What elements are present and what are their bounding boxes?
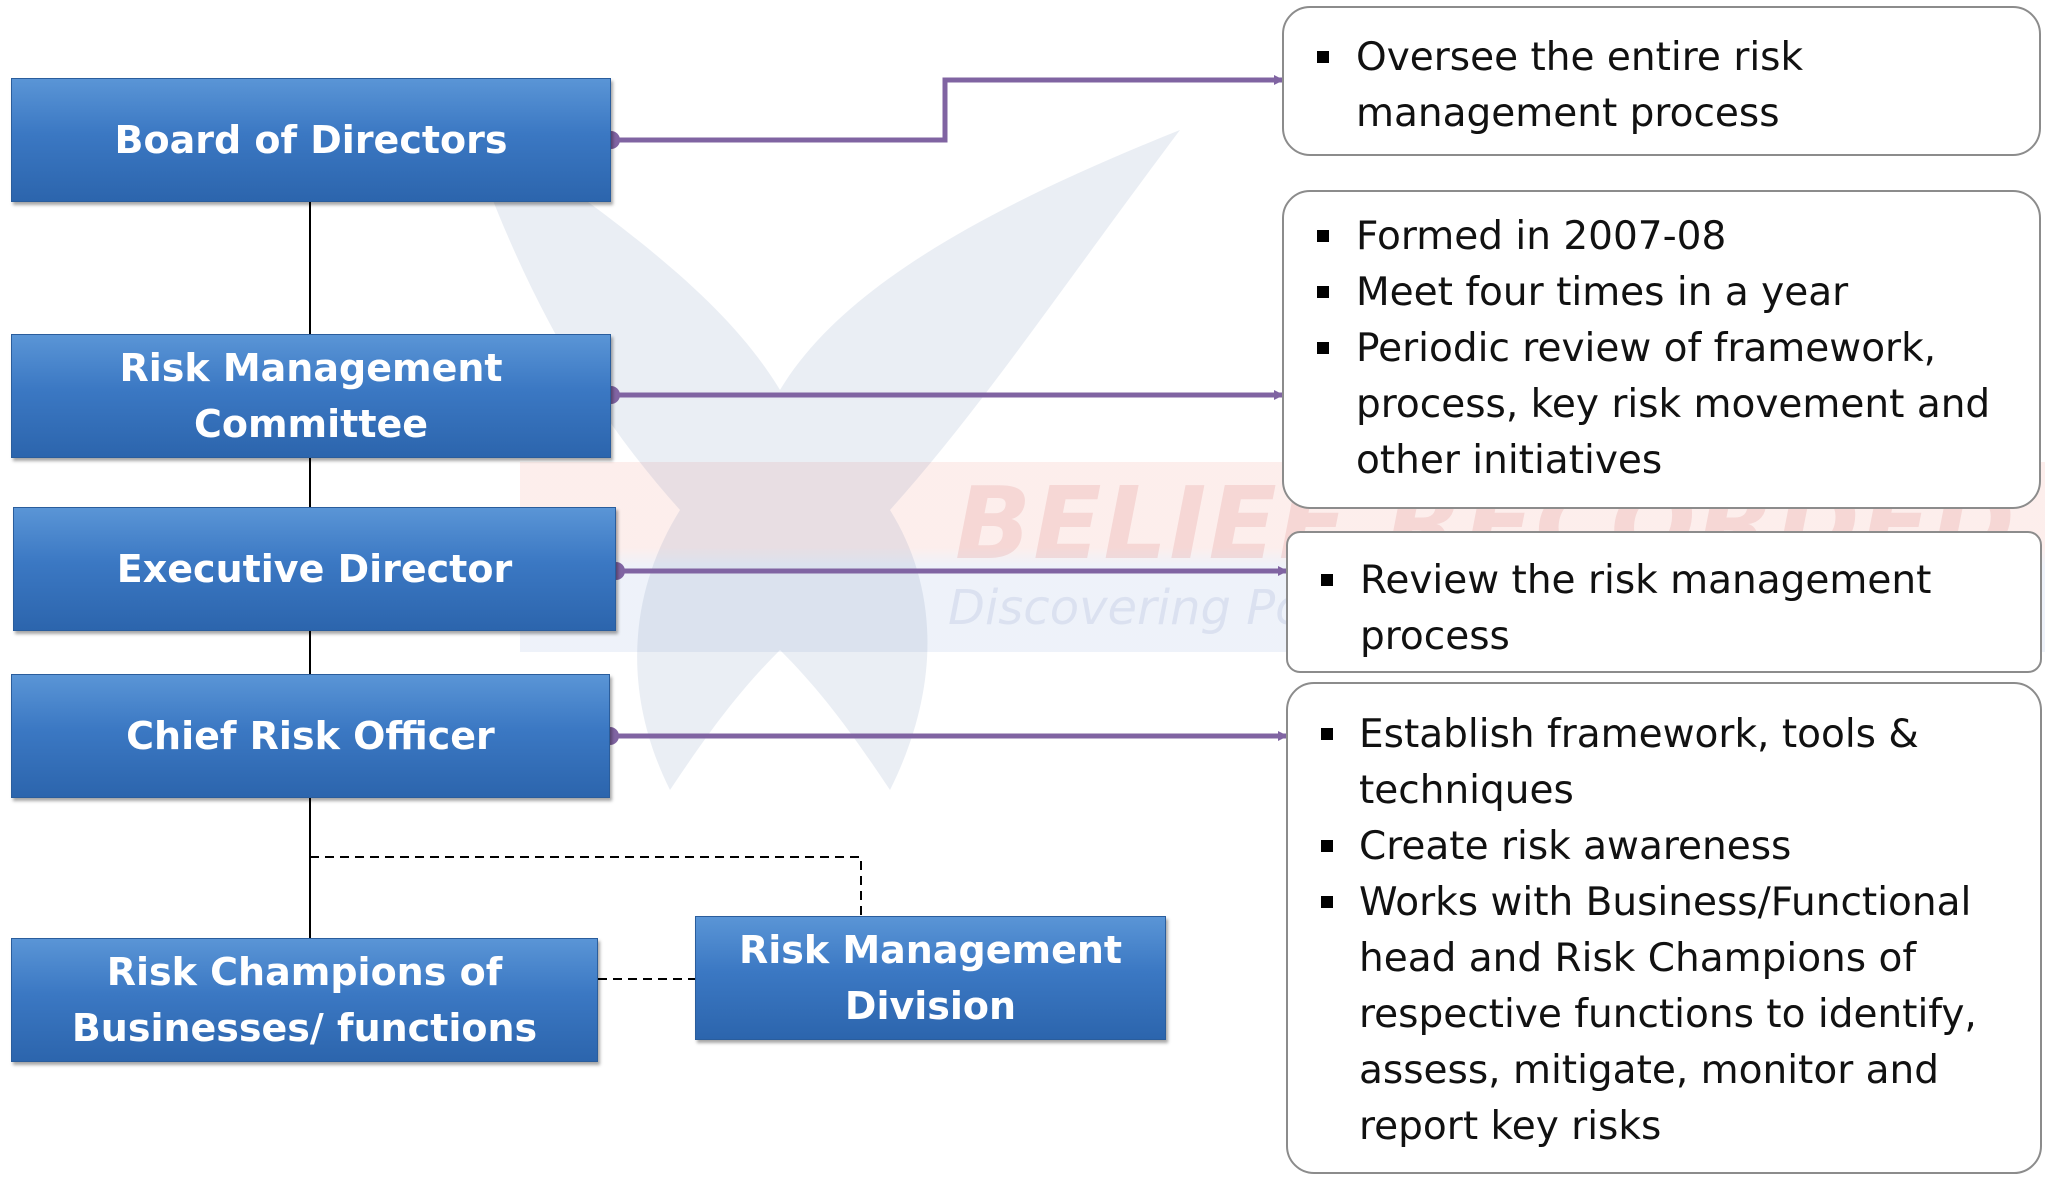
rmd-label-line2: Division <box>844 984 1017 1028</box>
board-description-item: Oversee the entire risk management proce… <box>1284 30 2019 142</box>
chief-risk-officer-box: Chief Risk Officer <box>11 674 610 798</box>
risk-champions-label-line1: Risk Champions of <box>106 950 503 994</box>
cro-description-item: Create risk awareness <box>1288 819 2028 875</box>
board-description-box: Oversee the entire risk management proce… <box>1282 6 2041 156</box>
cro-description-item: Works with Business/Functional head and … <box>1288 875 2028 1155</box>
eagle-watermark-icon <box>460 110 1180 790</box>
rmc-description-item: Formed in 2007-08 <box>1284 209 2025 265</box>
cro-description-box: Establish framework, tools & techniques … <box>1286 682 2042 1174</box>
risk-champions-label-line2: Businesses/ functions <box>71 1006 538 1050</box>
rmc-label-line1: Risk Management <box>119 346 503 390</box>
rmd-label-line1: Risk Management <box>738 928 1123 972</box>
risk-management-division-box: Risk Management Division <box>695 916 1166 1040</box>
dashed-connector-top <box>310 856 862 940</box>
board-of-directors-label: Board of Directors <box>114 118 508 162</box>
cro-description-list: Establish framework, tools & techniques … <box>1288 707 2028 1155</box>
exec-description-list: Review the risk management process <box>1288 553 2020 665</box>
chief-risk-officer-label: Chief Risk Officer <box>126 714 495 758</box>
rmc-description-box: Formed in 2007-08 Meet four times in a y… <box>1282 190 2041 509</box>
board-description-list: Oversee the entire risk management proce… <box>1284 30 2019 142</box>
rmc-label-line2: Committee <box>193 402 429 446</box>
risk-management-committee-box: Risk Management Committee <box>11 334 611 458</box>
executive-director-box: Executive Director <box>13 507 616 631</box>
executive-director-label: Executive Director <box>116 547 513 591</box>
cro-description-item: Establish framework, tools & techniques <box>1288 707 2028 819</box>
board-of-directors-box: Board of Directors <box>11 78 611 202</box>
exec-description-item: Review the risk management process <box>1288 553 2020 665</box>
risk-champions-box: Risk Champions of Businesses/ functions <box>11 938 598 1062</box>
rmc-description-item: Periodic review of framework, process, k… <box>1284 321 2025 489</box>
arrow-board <box>611 75 1284 143</box>
rmc-description-item: Meet four times in a year <box>1284 265 2025 321</box>
rmc-description-list: Formed in 2007-08 Meet four times in a y… <box>1284 209 2025 489</box>
exec-description-box: Review the risk management process <box>1286 531 2042 673</box>
